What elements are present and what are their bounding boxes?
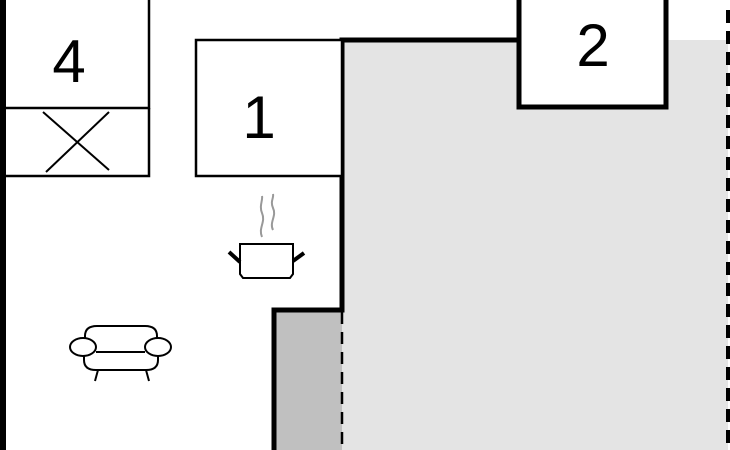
cross-marker-icon	[42, 111, 110, 173]
sofa-icon	[69, 325, 172, 382]
room-2[interactable]: 2	[516, 0, 669, 110]
room-1[interactable]: 1	[194, 38, 344, 178]
cooking-pot-icon	[227, 193, 306, 279]
room-4-label: 4	[52, 28, 85, 95]
terrace-zone	[272, 310, 342, 450]
left-wall	[0, 0, 6, 450]
room-1-label: 1	[242, 84, 275, 151]
exterior-wall	[271, 37, 520, 450]
room-2-label: 2	[576, 12, 609, 79]
cross-marker-box	[6, 108, 151, 178]
room-4[interactable]: 4	[6, 0, 151, 110]
